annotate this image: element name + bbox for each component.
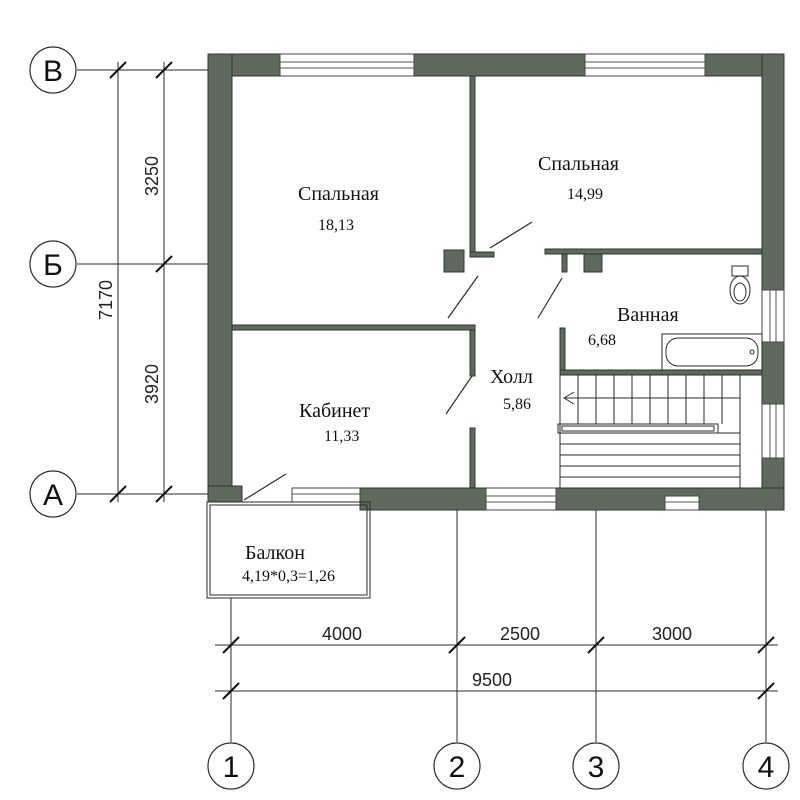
- axis-col-4: 4: [742, 742, 790, 790]
- partition-study-hall-b: [469, 427, 476, 489]
- column-right: [583, 251, 603, 273]
- room-name-bedroom2: Спальная: [538, 153, 619, 175]
- staircase: [557, 374, 741, 489]
- stair-landing-rail: [557, 423, 719, 434]
- svg-text:1: 1: [223, 751, 240, 784]
- room-name-bathroom: Ванная: [617, 304, 679, 326]
- svg-text:2: 2: [449, 751, 466, 784]
- balcony-outer: [206, 501, 371, 599]
- stair-lower-treads: [560, 432, 740, 489]
- partition-stub-bed1: [469, 251, 495, 258]
- balcony: [206, 501, 371, 599]
- column-left: [443, 249, 465, 273]
- axis-col-3: 3: [572, 742, 620, 790]
- partition-bedrooms: [469, 75, 476, 253]
- partition-study-hall-a: [469, 329, 476, 377]
- partitions: [231, 75, 763, 489]
- balcony-inner: [209, 504, 368, 596]
- toilet-icon: [729, 265, 751, 305]
- dim-left-bottom: 3920: [142, 364, 162, 404]
- room-name-study: Кабинет: [299, 400, 370, 422]
- window-right-stairs: [761, 403, 785, 459]
- dim-left-top: 3250: [142, 156, 162, 196]
- column-axis-markers: 1 2 3 4: [207, 742, 790, 790]
- room-name-balcony: Балкон: [245, 542, 305, 564]
- stair-landing-rail-inner: [561, 425, 715, 432]
- door-balcony: [243, 473, 287, 501]
- room-name-hall: Холл: [490, 366, 533, 388]
- window-bottom-right: [664, 495, 700, 511]
- axis-row-a: А: [29, 470, 77, 518]
- partition-bath-top: [544, 248, 763, 255]
- window-top-right: [584, 53, 706, 77]
- dim-bottom-seg3: 3000: [652, 624, 692, 644]
- svg-text:4: 4: [758, 751, 775, 784]
- bottom-dimensions: 4000 2500 3000 9500: [215, 510, 778, 742]
- door-study: [445, 375, 473, 415]
- stair-arrow-head: [563, 391, 575, 405]
- stair-upper-treads: [577, 375, 723, 424]
- svg-text:3: 3: [588, 751, 605, 784]
- room-area-balcony: 4,19*0,3=1,26: [242, 568, 335, 585]
- partition-bath-left: [559, 327, 566, 371]
- room-area-bathroom: 6,68: [588, 332, 616, 349]
- balcony-door: [291, 487, 361, 503]
- axis-col-1: 1: [207, 742, 255, 790]
- room-area-study: 11,33: [324, 428, 359, 445]
- window-top-left: [279, 53, 415, 77]
- room-area-hall: 5,86: [503, 396, 531, 413]
- dim-left-total: 7170: [96, 280, 116, 320]
- bathtub-icon: [661, 333, 763, 371]
- dim-bottom-total: 9500: [472, 670, 512, 690]
- axis-row-v: В: [29, 46, 77, 94]
- door-bedroom2: [489, 221, 533, 249]
- walls: [207, 53, 785, 511]
- left-dimensions: 3250 3920 7170: [77, 61, 208, 503]
- partition-study-top: [231, 324, 476, 331]
- bath-fixtures: [661, 265, 763, 371]
- partition-bath-bottom: [559, 369, 763, 376]
- dim-bottom-seg2: 2500: [500, 624, 540, 644]
- wall-corner-bl: [207, 485, 243, 503]
- svg-text:Б: Б: [43, 249, 63, 282]
- room-area-bedroom1: 18,13: [318, 217, 354, 234]
- windows: [279, 53, 785, 511]
- room-name-bedroom1: Спальная: [298, 183, 379, 205]
- axis-row-b: Б: [29, 240, 77, 288]
- row-axis-markers: В Б А: [29, 46, 77, 518]
- axis-col-2: 2: [433, 742, 481, 790]
- room-labels: Спальная 18,13 Спальная 14,99 Ванная 6,6…: [242, 153, 679, 585]
- wall-left: [207, 53, 233, 503]
- window-bottom-center: [485, 487, 557, 511]
- dim-bottom-seg1: 4000: [322, 624, 362, 644]
- window-right-bath: [761, 289, 785, 343]
- wall-bottom: [359, 487, 785, 511]
- door-bedroom1: [447, 275, 479, 319]
- svg-text:А: А: [43, 479, 63, 512]
- partition-bath-stub: [561, 253, 568, 273]
- door-bathroom: [537, 277, 563, 319]
- room-area-bedroom2: 14,99: [567, 186, 603, 203]
- svg-text:В: В: [43, 55, 63, 88]
- doors: [243, 221, 563, 501]
